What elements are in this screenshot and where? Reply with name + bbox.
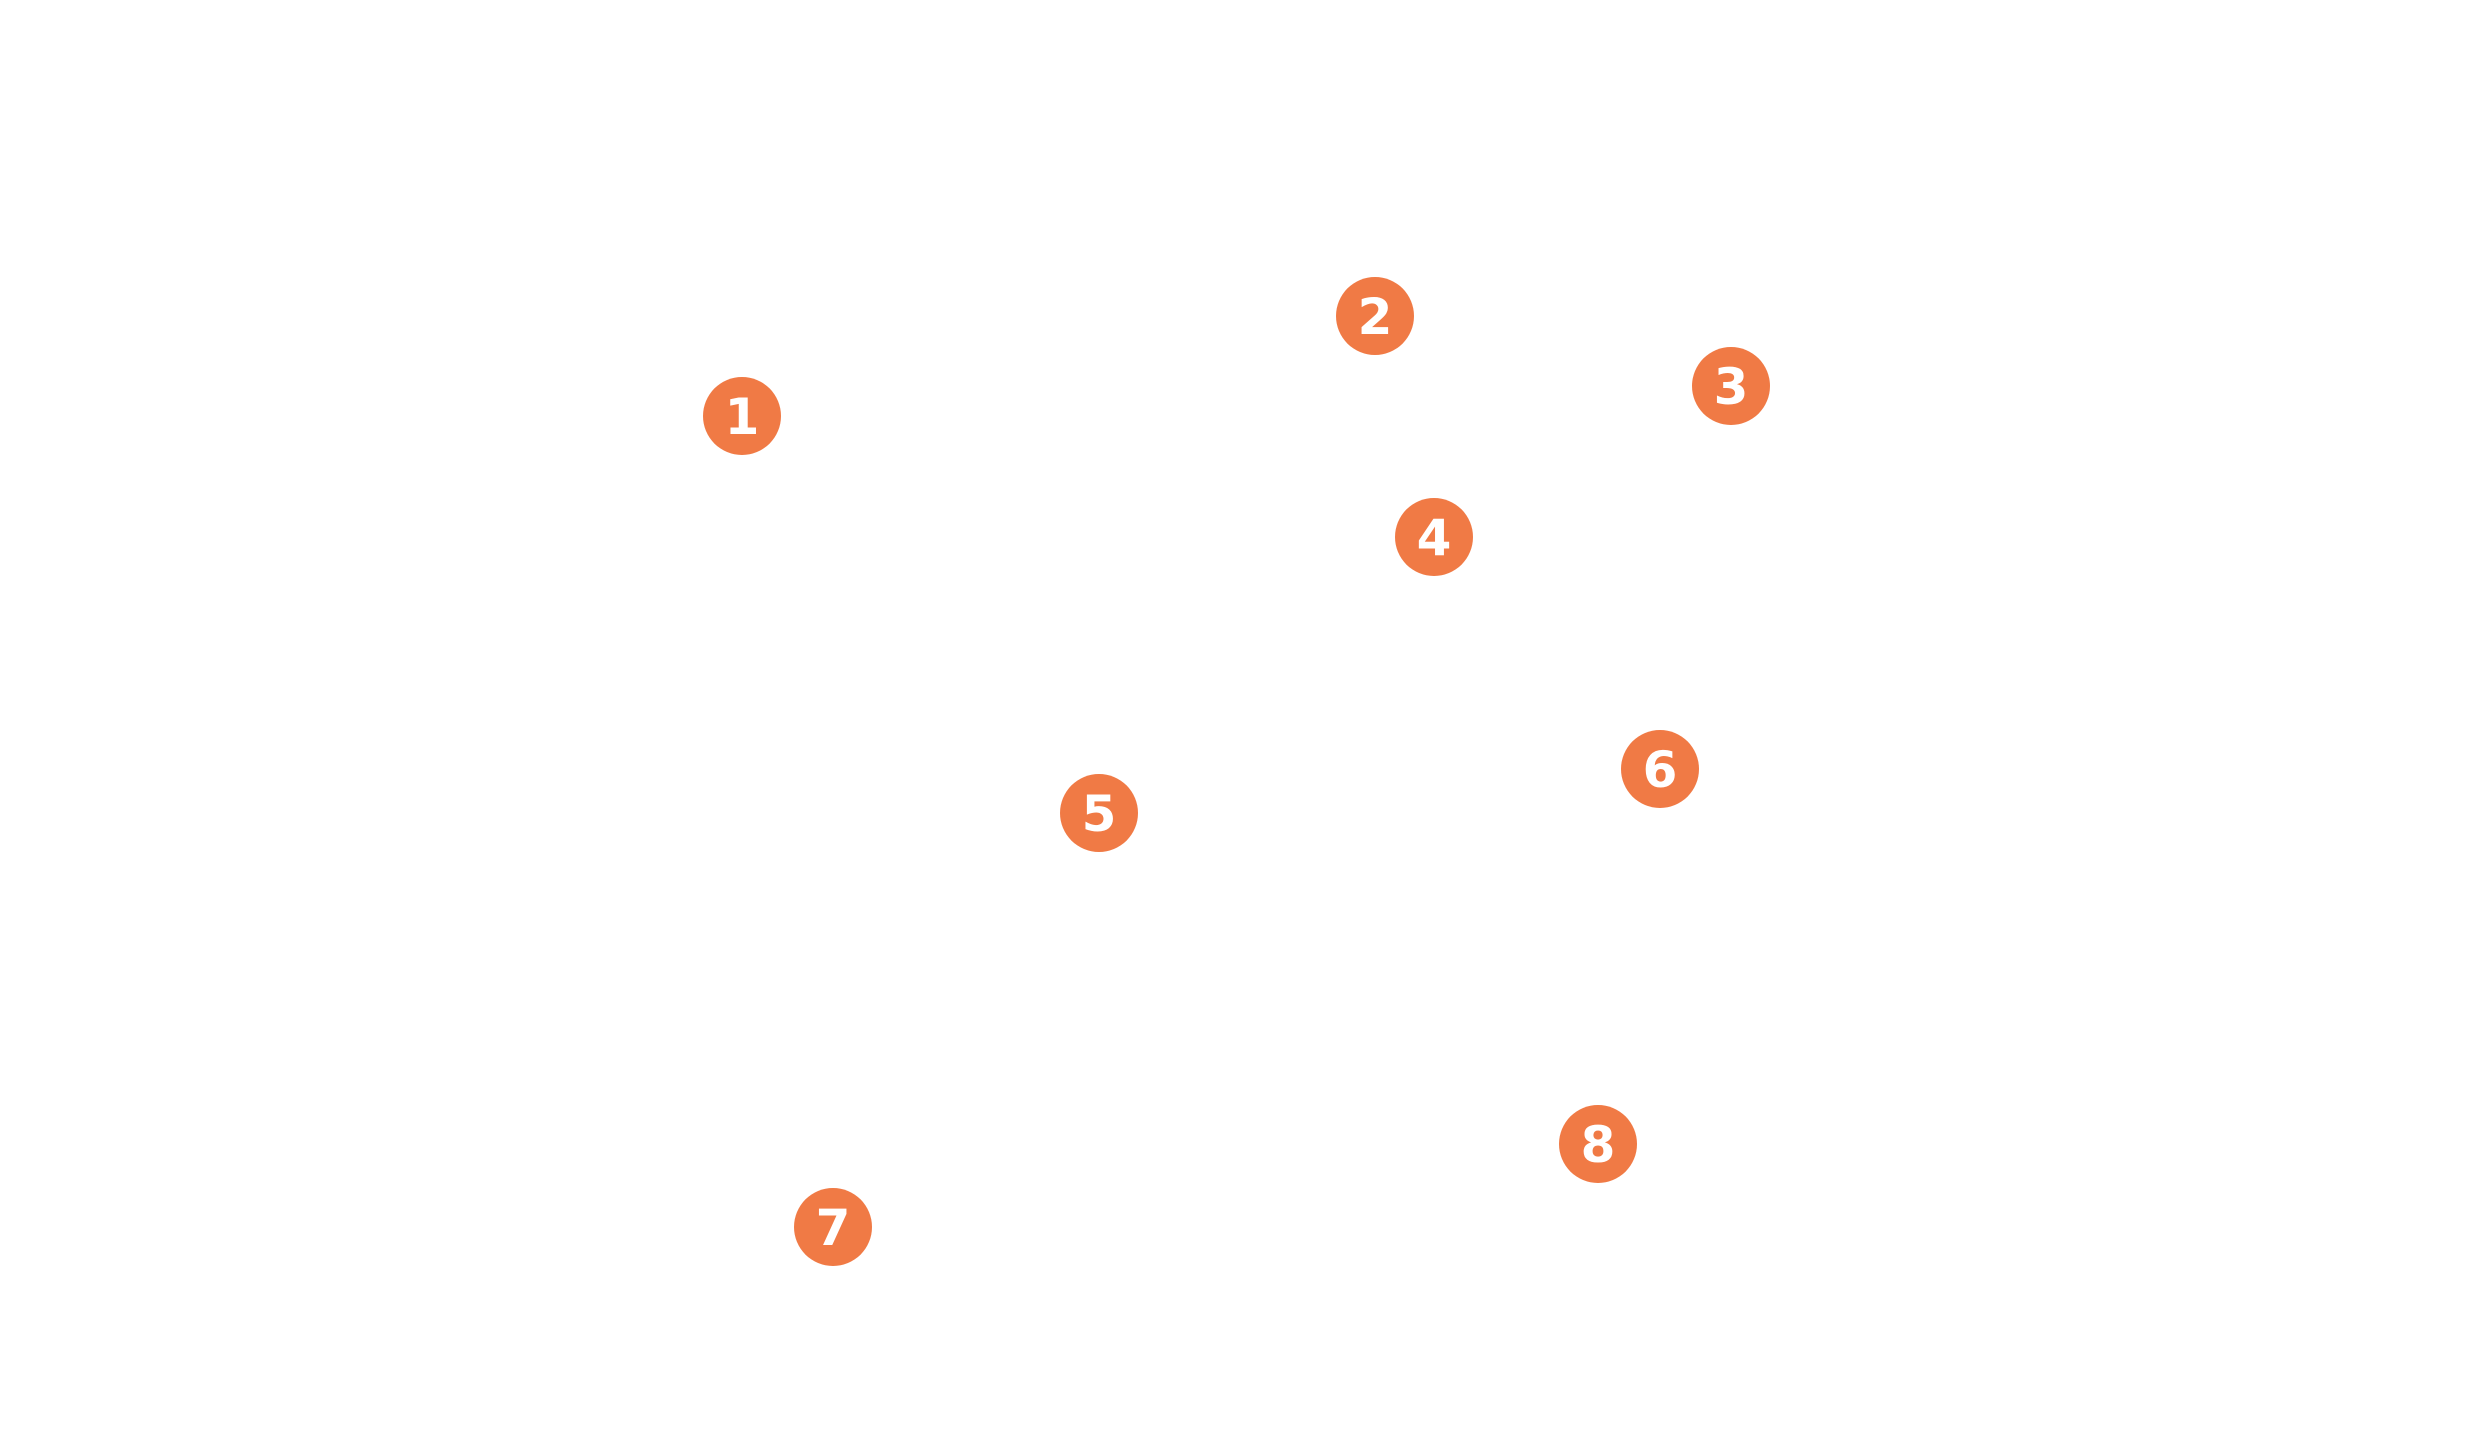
marker-3-label: 3	[1713, 358, 1749, 416]
marker-8-label: 8	[1580, 1116, 1616, 1174]
marker-5-label: 5	[1081, 785, 1117, 843]
marker-1-label: 1	[724, 388, 760, 446]
marker-5[interactable]: 5	[1060, 774, 1138, 852]
marker-6-label: 6	[1642, 741, 1678, 799]
marker-8[interactable]: 8	[1559, 1105, 1637, 1183]
marker-3[interactable]: 3	[1692, 347, 1770, 425]
marker-1[interactable]: 1	[703, 377, 781, 455]
marker-6[interactable]: 6	[1621, 730, 1699, 808]
marker-4[interactable]: 4	[1395, 498, 1473, 576]
marker-7[interactable]: 7	[794, 1188, 872, 1266]
marker-2-label: 2	[1357, 288, 1393, 346]
marker-4-label: 4	[1416, 509, 1452, 567]
marker-7-label: 7	[815, 1199, 851, 1257]
marker-2[interactable]: 2	[1336, 277, 1414, 355]
